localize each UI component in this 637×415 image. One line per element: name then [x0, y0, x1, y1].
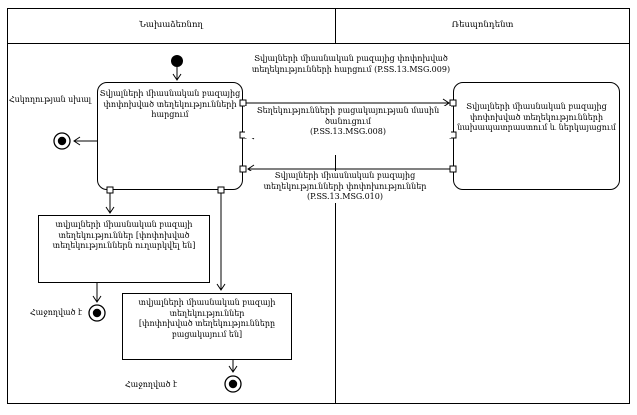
flow-arrow-msg009: [246, 98, 450, 108]
flow-label-msg009: Տվյալների միասնական բազայից փոփոխված տեղ…: [245, 54, 457, 75]
action-pins: [106, 99, 457, 194]
final-node-success-2: [224, 375, 242, 393]
final-node-error: [53, 132, 71, 150]
flow-arrow-control-error: [73, 136, 97, 146]
swimlane-frame: [7, 8, 630, 404]
object-node-information-sent: տվյալների միասնական բազայի տեղեկությունն…: [38, 215, 210, 283]
success-label-2: Հաջողված է: [124, 380, 178, 389]
initial-node: [171, 55, 183, 81]
swimlane-header-initiator: Նախաձեռնող: [139, 20, 203, 30]
flow-arrow-to-object-sent: [105, 193, 115, 214]
final-node-success-1: [88, 304, 106, 322]
object-node-information-absent: տվյալների միասնական բազայի տեղեկությունն…: [122, 293, 292, 360]
swimlane-header-respondent: Ռեսպոնդենտ: [451, 20, 514, 30]
flow-arrow-to-object-absent: [216, 193, 226, 291]
action-node-request: Տվյալների միասնական բազայից փոփոխված տեղ…: [97, 82, 243, 190]
flow-arrow-to-success-2: [228, 360, 238, 373]
flow-label-msg008: Տեղեկությունների բացակայության մասին ծան…: [245, 106, 451, 138]
control-error-label: Հսկողության սխալ: [8, 95, 92, 104]
flow-arrow-to-success-1: [92, 283, 102, 303]
success-label-1: Հաջողված է: [29, 308, 83, 317]
flow-label-msg010: Տվյալների միասնական բազայից տեղեկություն…: [250, 171, 440, 203]
